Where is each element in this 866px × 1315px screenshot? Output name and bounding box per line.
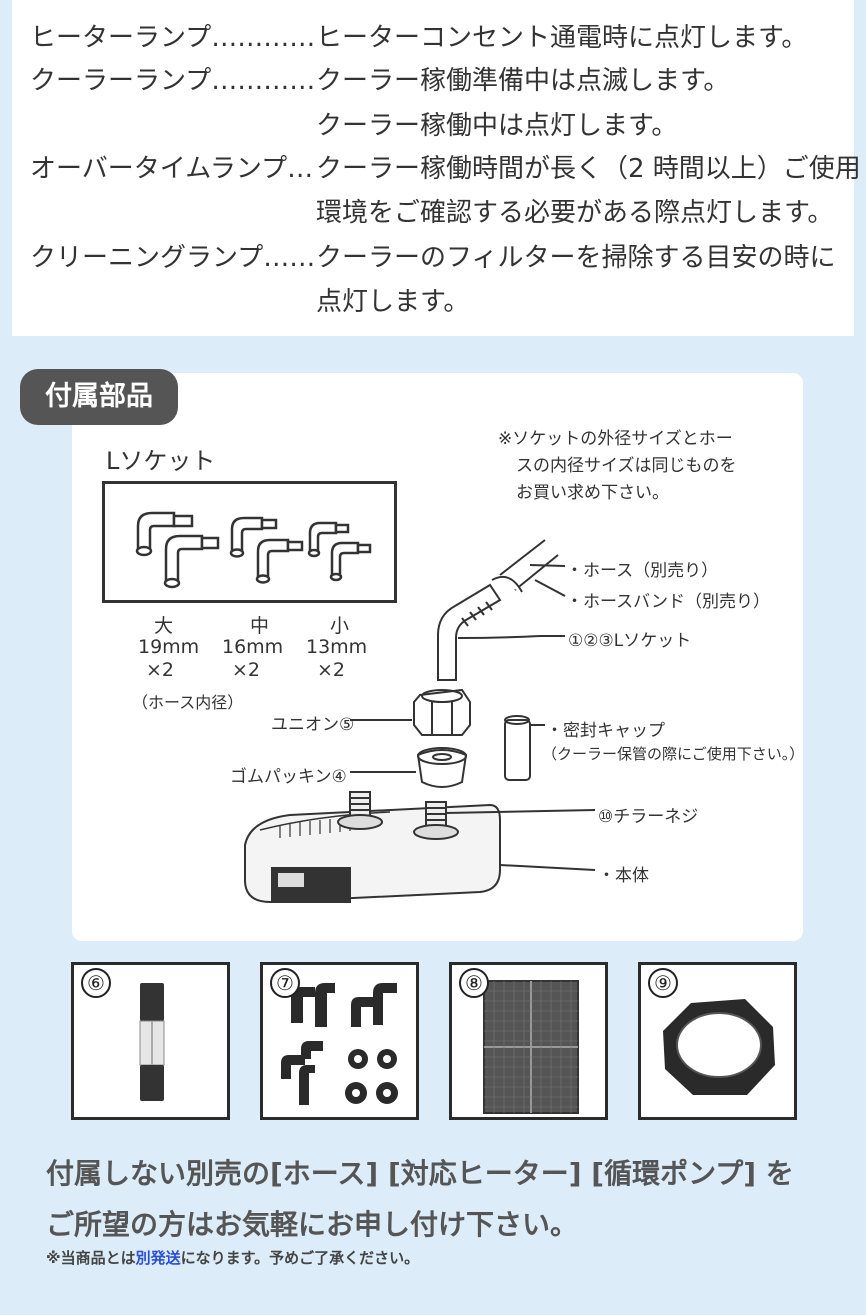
footer-note-highlight: 別発送 — [135, 1249, 181, 1267]
part-number: ⑥ — [81, 968, 111, 998]
label-body: ・本体 — [598, 866, 649, 886]
lamp-desc: クーラー稼働中は点灯します。 — [316, 111, 678, 141]
lamp-name: クリーニングランプ…… — [30, 243, 316, 273]
label-hose: ・ホース（別売り） — [566, 561, 719, 581]
size-qty-small: ×2 — [317, 659, 346, 681]
fuse-image — [139, 983, 165, 1101]
label-packing: ゴムパッキン④ — [230, 767, 347, 787]
size-value-large: 19mm — [138, 636, 200, 658]
sockets-image — [281, 983, 398, 1105]
part-thumb-filter: ⑧ — [449, 962, 608, 1120]
socket-note-line1: ※ソケットの外径サイズとホー — [498, 429, 733, 449]
lsocket-illustration — [102, 481, 397, 603]
socket-note-line2: スの内径サイズは同じものを — [516, 456, 737, 476]
part-thumb-chiller-nut: ⑨ — [638, 962, 797, 1120]
lamp-desc: ヒーターコンセント通電時に点灯します。 — [316, 23, 808, 53]
lamp-desc: 点灯します。 — [316, 287, 470, 317]
part-number: ⑨ — [648, 968, 678, 998]
filter-image — [483, 980, 579, 1114]
nut-image — [663, 999, 775, 1095]
accessories-tag: 付属部品 — [20, 369, 178, 425]
footer-line1: 付属しない別売の[ホース] [対応ヒーター] [循環ポンプ] を — [46, 1157, 794, 1190]
lamp-name: ヒーターランプ………… — [30, 23, 316, 53]
lamp-name: オーバータイムランプ… — [30, 154, 314, 184]
label-lsocket: ①②③Lソケット — [568, 631, 692, 651]
label-hose-band: ・ホースバンド（別売り） — [566, 592, 770, 612]
footer-note-b: になります。予めご了承ください。 — [180, 1249, 420, 1267]
lamp-desc: クーラーのフィルターを掃除する目安の時に — [316, 243, 836, 273]
label-chiller-screw: ⑩チラーネジ — [598, 807, 699, 827]
lamp-desc: クーラー稼働時間が長く（2 時間以上）ご使用 — [316, 154, 861, 184]
size-value-medium: 16mm — [222, 636, 284, 658]
size-qty-medium: ×2 — [232, 659, 261, 681]
part-thumb-sockets: ⑦ — [260, 962, 419, 1120]
part-number: ⑦ — [270, 968, 300, 998]
assembly-diagram — [244, 539, 596, 904]
label-seal-cap-note: （クーラー保管の際にご使用下さい。） — [542, 745, 805, 763]
footer-line2: ご所望の方はお気軽にお申し付け下さい。 — [46, 1208, 579, 1241]
footer-note: ※当商品とは別発送になります。予めご了承ください。 — [46, 1247, 419, 1268]
lamp-name: クーラーランプ………… — [30, 66, 316, 96]
label-union: ユニオン⑤ — [271, 715, 355, 735]
hose-inner-note: （ホース内径） — [132, 693, 244, 712]
size-label-large: 大 — [154, 615, 174, 637]
socket-note-line3: お買い求め下さい。 — [516, 483, 669, 503]
lamp-desc: 環境をご確認する必要がある際点灯します。 — [316, 198, 834, 228]
label-seal-cap: ・密封キャップ — [546, 721, 665, 741]
size-value-small: 13mm — [306, 636, 368, 658]
size-qty-large: ×2 — [146, 659, 175, 681]
part-number: ⑧ — [459, 968, 489, 998]
lamp-desc: クーラー稼働準備中は点滅します。 — [316, 66, 730, 96]
footer-note-a: ※当商品とは — [46, 1249, 136, 1267]
socket-title: Lソケット — [106, 447, 216, 475]
part-thumb-fuse: ⑥ — [71, 962, 230, 1120]
size-label-small: 小 — [330, 615, 350, 637]
lamp-description-box — [12, 0, 854, 336]
size-label-medium: 中 — [250, 615, 270, 637]
